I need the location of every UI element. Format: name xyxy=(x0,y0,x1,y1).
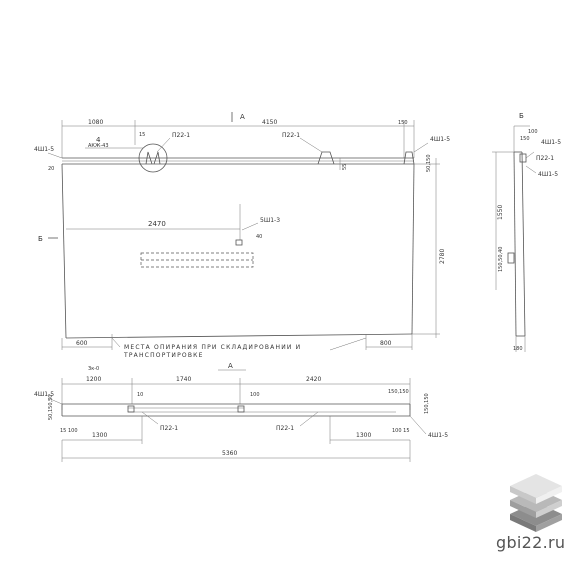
section-mark-left: Б xyxy=(38,235,43,243)
label-4sh1-left: 4Ш1-5 xyxy=(34,146,54,153)
dim-20: 20 xyxy=(48,166,54,172)
dim-height-right: 2780 xyxy=(439,249,446,264)
dim-1200: 1200 xyxy=(86,376,101,383)
side-dim-top2: 100 xyxy=(528,129,538,135)
side-section-mark: Б xyxy=(519,112,524,120)
note-line-2: ТРАНСПОРТИРОВКЕ xyxy=(123,352,204,359)
dim-bottom-right: 800 xyxy=(380,340,392,347)
label-p22-left: П22-1 xyxy=(172,132,190,139)
side-dim-bottom: 180 xyxy=(513,346,523,352)
section-view: А Зк-0 1200 1740 2420 10 100 150,150 4Ш1… xyxy=(34,362,448,462)
dim-100: 100 xyxy=(250,392,260,398)
dim-top-right: 150 xyxy=(398,120,408,126)
note-line-1: МЕСТА ОПИРАНИЯ ПРИ СКЛАДИРОВАНИИ И xyxy=(124,344,301,351)
section-scale-note: Зк-0 xyxy=(88,366,99,372)
side-dim-top: 150 xyxy=(520,136,530,142)
detail-callout-circle xyxy=(138,143,168,173)
section-label-4sh1-left: 4Ш1-5 xyxy=(34,391,54,398)
dim-total: 5360 xyxy=(222,450,237,457)
side-dim-mid: 150,50,40 xyxy=(498,247,504,272)
dim-15: 15 xyxy=(139,132,145,138)
dim-2420: 2420 xyxy=(306,376,321,383)
stacked-slabs-icon xyxy=(510,474,562,532)
section-label-p22-right: П22-1 xyxy=(276,425,294,432)
dim-top-left: 1080 xyxy=(88,119,103,126)
dim-right-top: 150,150 xyxy=(388,389,409,395)
dim-bottom-left: 600 xyxy=(76,340,88,347)
dim-150-100: 15 100 xyxy=(60,428,78,434)
side-label-4sh1-top: 4Ш1-5 xyxy=(541,139,561,146)
dim-1740: 1740 xyxy=(176,376,191,383)
dim-top-total: 4150 xyxy=(262,119,277,126)
side-label-p22: П22-1 xyxy=(536,155,554,162)
label-4sh1-right: 4Ш1-5 xyxy=(430,136,450,143)
dim-right-small: 100 15 xyxy=(392,428,410,434)
section-title: А xyxy=(228,362,233,370)
dim-10: 10 xyxy=(137,392,143,398)
dim-right-stack: 150,150 xyxy=(424,393,430,414)
brand-site: gbi22.ru xyxy=(496,533,566,552)
dim-small-notch: 55 xyxy=(342,164,348,170)
dim-left-stack: 50,150,50 xyxy=(48,395,54,420)
side-dim-1550: 1550 xyxy=(497,205,504,220)
dim-40: 40 xyxy=(256,234,262,240)
side-view: Б 100 150 4Ш1-5 П22-1 4Ш1-5 1550 150,50,… xyxy=(492,112,561,352)
side-label-4sh1-mid: 4Ш1-5 xyxy=(538,171,558,178)
callout-ref: АКЖ-43 xyxy=(88,143,109,149)
dim-small-right: 50,150 xyxy=(426,155,432,173)
callout-number: 4 xyxy=(96,136,101,144)
dim-2470: 2470 xyxy=(148,220,166,228)
label-p22-right: П22-1 xyxy=(282,132,300,139)
section-mark-top: А xyxy=(240,113,245,121)
label-sh1-3: 5Ш1-3 xyxy=(260,217,280,224)
section-label-4sh1-right: 4Ш1-5 xyxy=(428,432,448,439)
dim-1300-left: 1300 xyxy=(92,432,107,439)
plan-view: 1080 4150 150 15 А 4 АКЖ-43 П22-1 П22-1 … xyxy=(34,112,450,359)
dim-1300-right: 1300 xyxy=(356,432,371,439)
section-label-p22-left: П22-1 xyxy=(160,425,178,432)
